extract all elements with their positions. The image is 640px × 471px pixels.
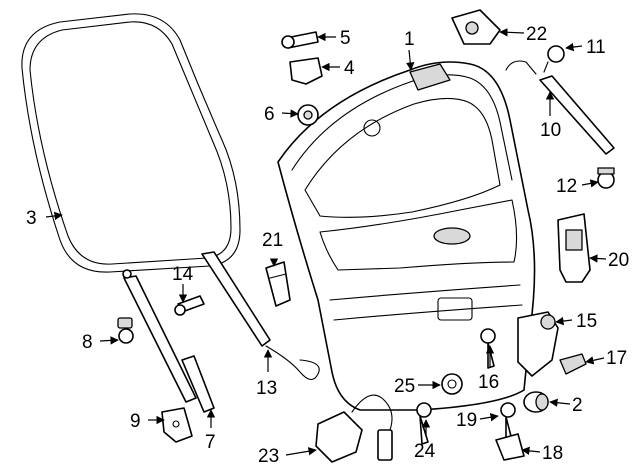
part-6-grommet <box>297 104 319 126</box>
part-17-striker <box>559 353 587 375</box>
part-8-clip <box>117 317 134 344</box>
part-11-clip <box>543 45 565 73</box>
callout-14: 14 <box>172 264 194 285</box>
part-23-switch-assembly <box>315 394 393 463</box>
callout-16: 16 <box>478 372 499 393</box>
part-20-cover <box>557 213 591 283</box>
callout-3: 3 <box>26 208 37 229</box>
leader-lines <box>45 28 607 456</box>
callout-7: 7 <box>205 432 216 453</box>
callout-8: 8 <box>82 332 93 353</box>
part-18-clip <box>495 433 525 461</box>
part-5-bolt <box>281 31 319 49</box>
part-21-bracket <box>265 261 291 307</box>
callout-5: 5 <box>340 28 351 49</box>
part-13-harness <box>201 251 320 381</box>
part-9-hinge <box>161 407 193 443</box>
callout-13: 13 <box>256 378 277 399</box>
callout-17: 17 <box>606 348 627 369</box>
callout-labels: 1 2 3 4 5 6 7 8 9 10 11 12 13 14 15 16 1… <box>26 24 629 467</box>
callout-6: 6 <box>264 104 275 125</box>
part-4-bracket <box>289 57 323 85</box>
part-14-bolt <box>174 295 205 316</box>
part-15-latch <box>517 311 559 377</box>
callout-2: 2 <box>572 395 583 416</box>
part-1-liftgate <box>277 61 536 411</box>
callout-4: 4 <box>344 58 355 79</box>
callout-11: 11 <box>586 37 606 58</box>
callout-19: 19 <box>456 410 477 431</box>
callout-1: 1 <box>404 29 415 50</box>
callout-24: 24 <box>414 441 436 462</box>
callout-21: 21 <box>262 230 283 251</box>
callout-12: 12 <box>556 176 577 197</box>
callout-20: 20 <box>608 250 629 271</box>
callout-22: 22 <box>526 24 547 45</box>
part-22-actuator <box>451 9 501 45</box>
callout-23: 23 <box>258 446 279 467</box>
callout-9: 9 <box>130 411 141 432</box>
part-3-weatherstrip <box>21 13 241 273</box>
part-10-strut <box>505 60 615 155</box>
part-7-support-strut <box>122 269 215 413</box>
part-24-bolt <box>416 402 432 445</box>
part-12-bumper <box>597 167 615 189</box>
callout-18: 18 <box>542 443 563 464</box>
part-25-grommet <box>441 373 463 395</box>
callout-15: 15 <box>576 311 597 332</box>
callout-10: 10 <box>540 120 561 141</box>
part-2-bumper <box>523 391 549 413</box>
callout-25: 25 <box>394 376 415 397</box>
